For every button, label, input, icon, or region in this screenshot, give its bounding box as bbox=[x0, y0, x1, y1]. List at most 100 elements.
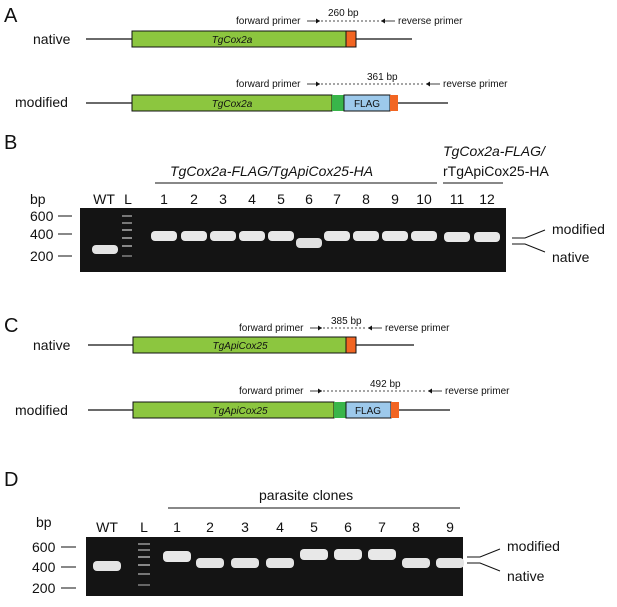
native-pointer-d bbox=[467, 562, 501, 572]
lane-label-d-6: 6 bbox=[344, 519, 352, 535]
native-reverse-primer-c: reverse primer bbox=[385, 323, 450, 334]
modified-flag-label-a: FLAG bbox=[354, 99, 380, 110]
modified-right-label-d: modified bbox=[507, 538, 560, 554]
gel-image-b bbox=[80, 208, 506, 272]
lane-label-b-wt: WT bbox=[93, 191, 115, 207]
ladder-band-d-4 bbox=[138, 564, 150, 566]
band-d-6 bbox=[334, 549, 362, 560]
gel-bands-d bbox=[93, 543, 464, 586]
native-label-c: native bbox=[33, 337, 71, 353]
band-b-3 bbox=[210, 231, 236, 241]
band-b-11 bbox=[444, 232, 470, 242]
ladder-band-b-4 bbox=[122, 237, 132, 239]
modified-forward-arrowhead-c bbox=[318, 388, 322, 394]
marker-200-b: 200 bbox=[30, 248, 54, 264]
modified-right-label-b: modified bbox=[552, 221, 605, 237]
native-reverse-arrowhead-c bbox=[368, 325, 372, 331]
marker-600-d: 600 bbox=[32, 539, 56, 555]
lane-label-d-8: 8 bbox=[412, 519, 420, 535]
ladder-band-d-2 bbox=[138, 549, 150, 551]
lane-label-b-10: 10 bbox=[416, 191, 432, 207]
group1-label-b: TgCox2a-FLAG/TgApiCox25-HA bbox=[170, 163, 373, 179]
modified-forward-primer-c: forward primer bbox=[239, 386, 304, 397]
panel-label-b: B bbox=[4, 132, 17, 154]
modified-forward-arrowhead-a bbox=[316, 81, 320, 87]
ladder-band-b-2 bbox=[122, 222, 132, 224]
native-pointer-b bbox=[512, 243, 546, 253]
modified-linker-box-c bbox=[334, 402, 346, 418]
modified-label-a: modified bbox=[15, 94, 68, 110]
modified-amplicon-size-a: 361 bp bbox=[367, 72, 398, 83]
band-d-3 bbox=[231, 558, 259, 568]
modified-pointer-d bbox=[467, 548, 501, 558]
native-forward-primer-c: forward primer bbox=[239, 323, 304, 334]
ladder-band-d-6 bbox=[138, 584, 150, 586]
lane-label-b-l: L bbox=[124, 191, 132, 207]
native-amplicon-size-a: 260 bp bbox=[328, 8, 359, 19]
modified-stop-box-a bbox=[390, 95, 398, 111]
band-b-5 bbox=[268, 231, 294, 241]
group2-label-line1-b: TgCox2a-FLAG/ bbox=[443, 143, 547, 159]
native-label-a: native bbox=[33, 31, 71, 47]
lane-label-d-3: 3 bbox=[241, 519, 249, 535]
modified-reverse-primer-a: reverse primer bbox=[443, 79, 508, 90]
lane-label-b-3: 3 bbox=[219, 191, 227, 207]
band-d-4 bbox=[266, 558, 294, 568]
band-b-12 bbox=[474, 232, 500, 242]
band-b-7 bbox=[324, 231, 350, 241]
lane-label-d-wt: WT bbox=[96, 519, 118, 535]
ladder-band-d-5 bbox=[138, 573, 150, 575]
native-reverse-primer-a: reverse primer bbox=[398, 16, 463, 27]
marker-600-b: 600 bbox=[30, 208, 54, 224]
band-b-6 bbox=[296, 238, 322, 248]
lane-labels-d: WT L 1 2 3 4 5 6 7 8 9 bbox=[96, 519, 454, 535]
modified-gene-name-a: TgCox2a bbox=[212, 99, 253, 110]
band-d-wt bbox=[93, 561, 121, 571]
lane-label-b-1: 1 bbox=[160, 191, 168, 207]
lane-label-b-4: 4 bbox=[248, 191, 256, 207]
modified-label-c: modified bbox=[15, 402, 68, 418]
band-d-7 bbox=[368, 549, 396, 560]
panel-label-c: C bbox=[4, 315, 18, 337]
modified-amplicon-size-c: 492 bp bbox=[370, 379, 401, 390]
band-b-9 bbox=[382, 231, 408, 241]
band-b-8 bbox=[353, 231, 379, 241]
lane-label-d-1: 1 bbox=[173, 519, 181, 535]
marker-400-d: 400 bbox=[32, 559, 56, 575]
lane-label-d-2: 2 bbox=[206, 519, 214, 535]
band-b-1 bbox=[151, 231, 177, 241]
native-right-label-b: native bbox=[552, 249, 590, 265]
modified-reverse-arrowhead-c bbox=[428, 388, 432, 394]
lane-label-b-7: 7 bbox=[333, 191, 341, 207]
lane-label-b-2: 2 bbox=[190, 191, 198, 207]
native-stop-box-a bbox=[345, 30, 357, 48]
modified-flag-label-c: FLAG bbox=[355, 406, 381, 417]
lane-label-d-5: 5 bbox=[310, 519, 318, 535]
band-d-1 bbox=[163, 551, 191, 562]
ladder-band-b-6 bbox=[122, 255, 132, 257]
lane-labels-b: WT L 1 2 3 4 5 6 7 8 9 10 11 12 bbox=[93, 191, 495, 207]
panel-label-a: A bbox=[4, 5, 18, 27]
lane-label-b-6: 6 bbox=[305, 191, 313, 207]
panel-label-d: D bbox=[4, 469, 18, 491]
lane-label-b-9: 9 bbox=[391, 191, 399, 207]
marker-400-b: 400 bbox=[30, 226, 54, 242]
lane-label-b-8: 8 bbox=[362, 191, 370, 207]
lane-label-d-4: 4 bbox=[276, 519, 284, 535]
group2-label-line2-b: rTgApiCox25-HA bbox=[443, 163, 549, 179]
group-label-d: parasite clones bbox=[259, 487, 353, 503]
bp-label-d: bp bbox=[36, 514, 52, 530]
lane-label-b-5: 5 bbox=[277, 191, 285, 207]
lane-label-b-11: 11 bbox=[450, 191, 465, 207]
lane-label-d-9: 9 bbox=[446, 519, 454, 535]
modified-forward-primer-a: forward primer bbox=[236, 79, 301, 90]
modified-gene-name-c: TgApiCox25 bbox=[212, 406, 267, 417]
band-b-10 bbox=[411, 231, 437, 241]
ladder-band-b-1 bbox=[122, 215, 132, 217]
marker-200-d: 200 bbox=[32, 580, 56, 596]
band-d-5 bbox=[300, 549, 328, 560]
bp-label-b: bp bbox=[30, 191, 46, 207]
native-gene-name-a: TgCox2a bbox=[212, 35, 253, 46]
native-reverse-arrowhead-a bbox=[381, 18, 385, 24]
